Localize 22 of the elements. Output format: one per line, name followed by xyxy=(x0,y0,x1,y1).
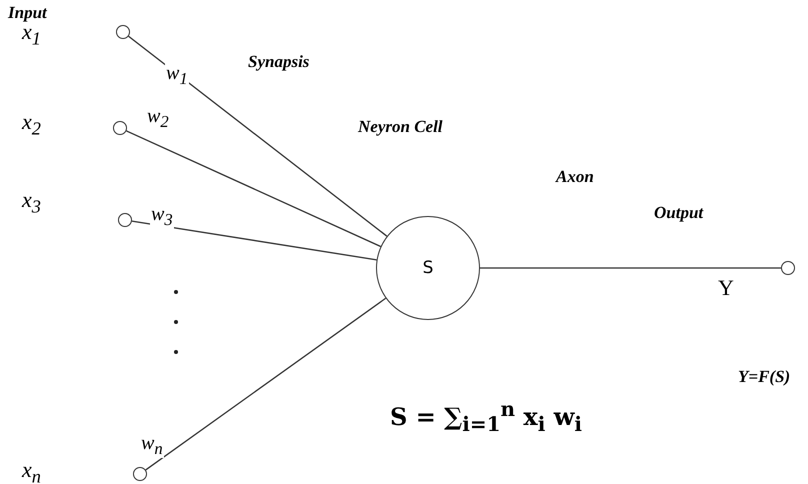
annotation: Axon xyxy=(556,168,594,187)
input-label: x$_{n}$ xyxy=(22,458,41,484)
annotation: Input xyxy=(8,4,47,23)
output-label: Y xyxy=(718,276,734,300)
connection-line xyxy=(128,36,388,237)
terminal-circle xyxy=(113,121,127,135)
connection-line xyxy=(145,298,386,470)
annotation: Output xyxy=(654,204,704,223)
annotation: Neyron Cell xyxy=(358,118,443,137)
formula: S = ∑$_{i=1}$$^{n}$ x$_{i}$ w$_{i}$ xyxy=(390,398,582,435)
terminal-circle xyxy=(118,213,132,227)
terminal-circle xyxy=(781,261,795,275)
input-label: x$_{2}$ xyxy=(22,110,41,139)
terminal-circle xyxy=(133,467,147,481)
annotation: Synapsis xyxy=(248,53,310,72)
annotation: Y=F(S) xyxy=(738,368,790,387)
terminal-circle xyxy=(116,25,130,39)
input-label: x$_{3}$ xyxy=(22,188,41,217)
node-label: S xyxy=(422,258,434,278)
connection-line xyxy=(126,130,381,248)
connection-line xyxy=(132,220,377,260)
connection-line xyxy=(480,267,781,269)
